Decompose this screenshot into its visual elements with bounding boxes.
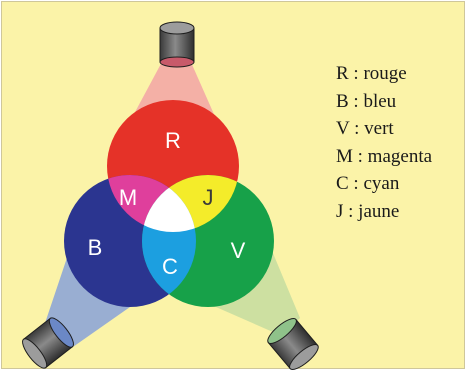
label-blue: B	[88, 235, 103, 260]
label-cyan: C	[162, 254, 178, 279]
legend-item-blue: B : bleu	[336, 88, 432, 116]
label-green: V	[231, 238, 246, 263]
label-magenta: M	[119, 185, 137, 210]
legend-item-magenta: M : magenta	[336, 143, 432, 171]
label-red: R	[165, 128, 181, 153]
legend-item-cyan: C : cyan	[336, 170, 432, 198]
projector-top-icon	[160, 22, 194, 67]
legend-item-red: R : rouge	[336, 60, 432, 88]
legend-item-green: V : vert	[336, 115, 432, 143]
legend-item-yellow: J : jaune	[336, 198, 432, 226]
legend: R : rouge B : bleu V : vert M : magenta …	[336, 60, 432, 225]
label-yellow: J	[203, 185, 214, 210]
